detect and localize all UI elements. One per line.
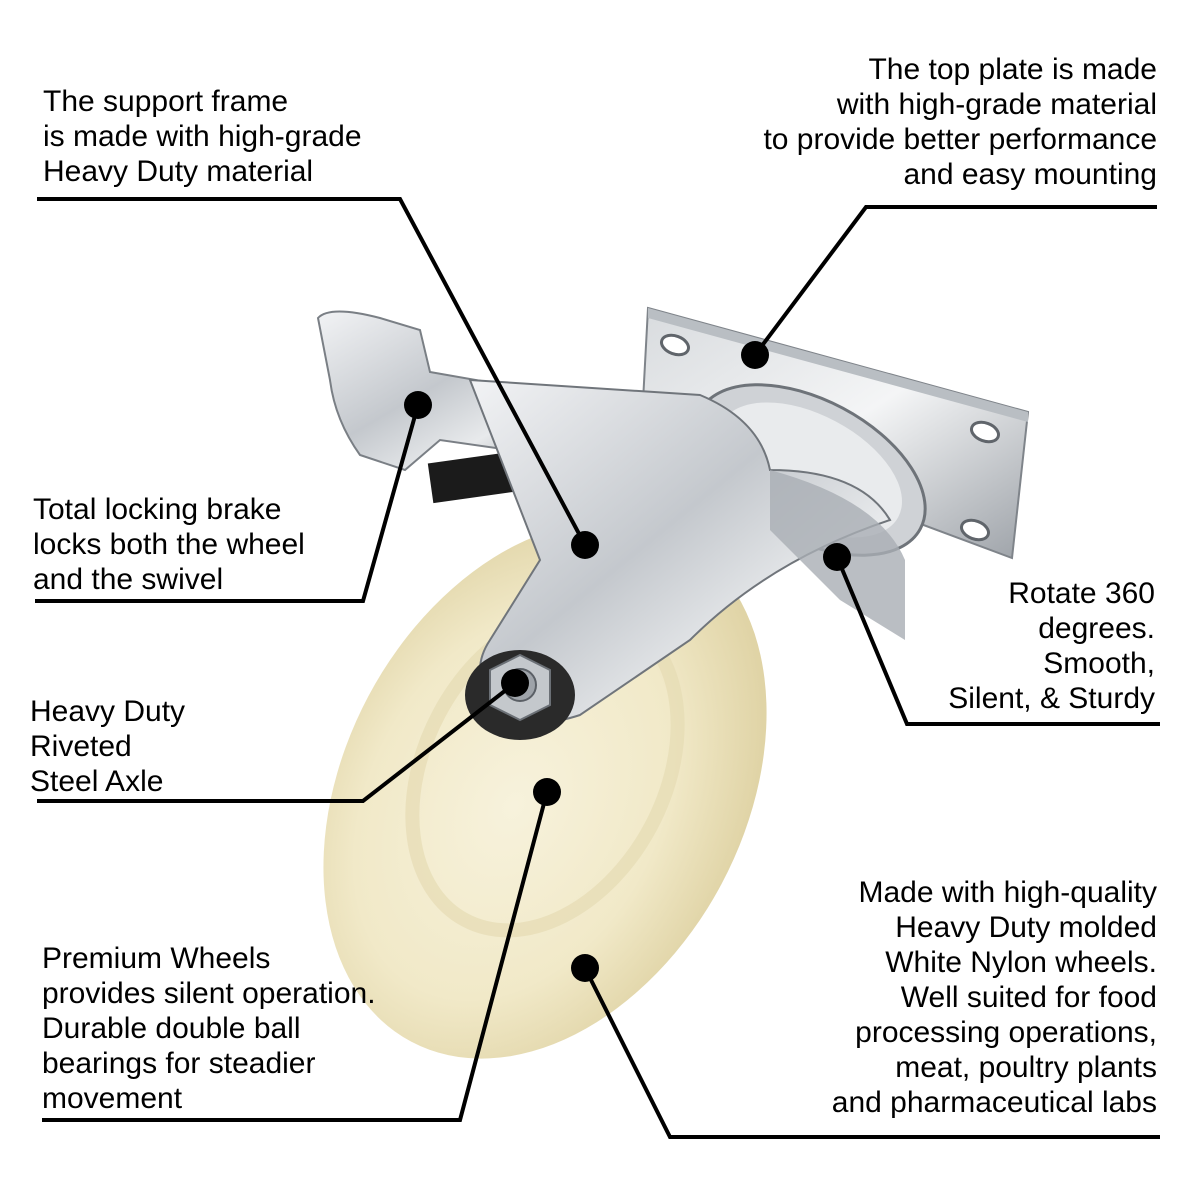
callout-line: degrees. bbox=[1038, 612, 1155, 645]
callout-line: processing operations, bbox=[855, 1016, 1157, 1049]
callout-dot-premium-wheels bbox=[533, 778, 561, 806]
callout-dot-rotate bbox=[823, 543, 851, 571]
callout-line: Rotate 360 bbox=[1008, 577, 1155, 610]
callout-line: The top plate is made bbox=[868, 53, 1157, 86]
callout-line: Premium Wheels bbox=[42, 942, 271, 975]
leader-line-premium-wheels bbox=[42, 791, 549, 1122]
callout-line: White Nylon wheels. bbox=[885, 946, 1157, 979]
callout-line: meat, poultry plants bbox=[895, 1051, 1157, 1084]
callout-line: and pharmaceutical labs bbox=[831, 1086, 1157, 1119]
callout-top-plate: The top plate is made with high-grade ma… bbox=[763, 52, 1157, 192]
leader-line-rotate bbox=[835, 556, 1160, 726]
callout-dot-nylon-wheels bbox=[571, 954, 599, 982]
callout-line: Heavy Duty bbox=[30, 695, 186, 728]
leader-line-top-plate bbox=[753, 205, 1157, 357]
callout-line: with high-grade material bbox=[836, 88, 1157, 121]
callout-nylon-wheels: Made with high-quality Heavy Duty molded… bbox=[832, 875, 1157, 1120]
leader-line-locking-brake bbox=[35, 404, 420, 603]
callout-line: The support frame bbox=[43, 85, 289, 118]
callout-line: and easy mounting bbox=[903, 158, 1157, 191]
callout-premium-wheels: Premium Wheels provides silent operation… bbox=[42, 941, 376, 1116]
callout-line: bearings for steadier bbox=[42, 1047, 316, 1080]
callout-support-frame: The support frame is made with high-grad… bbox=[43, 84, 362, 189]
leader-line-axle bbox=[37, 681, 517, 803]
callout-line: Heavy Duty material bbox=[43, 155, 314, 188]
callout-line: Smooth, bbox=[1043, 647, 1155, 680]
callout-line: Total locking brake bbox=[33, 493, 282, 526]
leader-line-support-frame bbox=[37, 197, 587, 546]
callout-line: provides silent operation. bbox=[42, 977, 376, 1010]
callout-rotate: Rotate 360 degrees. Smooth, Silent, & St… bbox=[948, 576, 1155, 716]
leader-line-nylon-wheels bbox=[583, 967, 1160, 1139]
callout-dot-locking-brake bbox=[404, 391, 432, 419]
callout-line: Silent, & Sturdy bbox=[948, 682, 1155, 715]
callout-locking-brake: Total locking brake locks both the wheel… bbox=[33, 492, 305, 597]
callout-line: Heavy Duty molded bbox=[895, 911, 1157, 944]
callout-dot-axle bbox=[501, 669, 529, 697]
callout-line: to provide better performance bbox=[763, 123, 1157, 156]
callout-line: Steel Axle bbox=[30, 765, 164, 798]
callout-dot-support-frame bbox=[571, 531, 599, 559]
callout-axle: Heavy Duty Riveted Steel Axle bbox=[30, 694, 185, 799]
callout-line: locks both the wheel bbox=[33, 528, 305, 561]
callout-line: Well suited for food bbox=[900, 981, 1157, 1014]
callout-line: Durable double ball bbox=[42, 1012, 301, 1045]
callout-line: movement bbox=[42, 1082, 183, 1115]
callout-line: Made with high-quality bbox=[858, 876, 1158, 909]
callout-line: is made with high-grade bbox=[43, 120, 362, 153]
callout-line: and the swivel bbox=[33, 563, 224, 596]
callout-line: Riveted bbox=[30, 730, 132, 763]
callout-dot-top-plate bbox=[741, 341, 769, 369]
